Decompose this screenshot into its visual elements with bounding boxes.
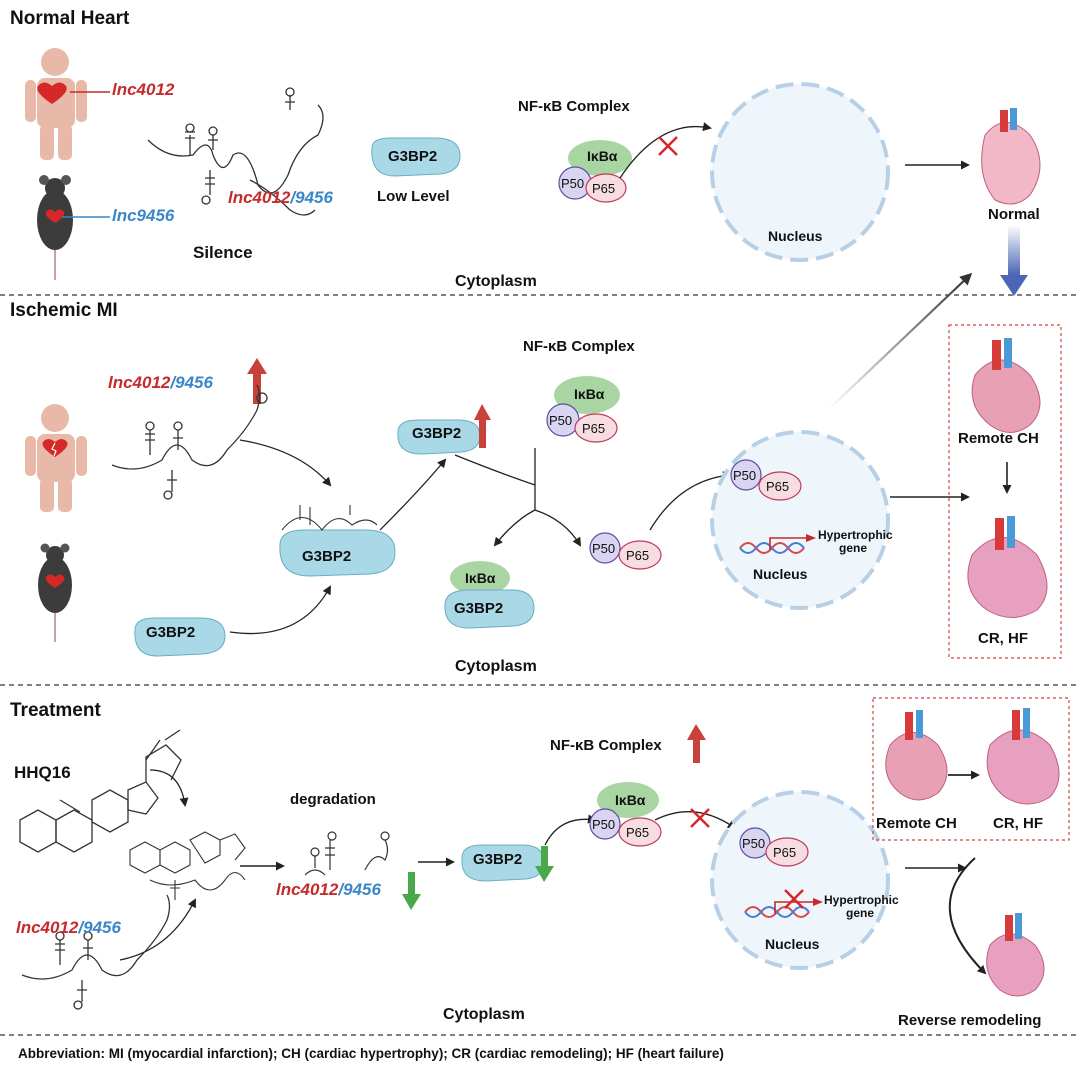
label-nfkb-1: NF-κB Complex <box>518 98 630 115</box>
label-normal: Normal <box>988 206 1040 223</box>
slash-9456-part: /9456 <box>338 880 381 899</box>
label-hhq16: HHQ16 <box>14 763 71 782</box>
remote-ch-heart-icon <box>971 338 1041 433</box>
ikba-blob <box>568 140 632 176</box>
label-reverse-remodeling: Reverse remodeling <box>898 1012 1042 1029</box>
p65-label-3: P65 <box>626 548 650 563</box>
p65-label-2: P65 <box>582 421 606 436</box>
p50-label-1: P50 <box>561 176 585 191</box>
normal-heart-icon <box>981 108 1041 205</box>
ikba-label-2: IκBα <box>574 386 605 402</box>
label-cr-hf-1: CR, HF <box>978 630 1028 647</box>
label-nfkb-3: NF-κB Complex <box>550 737 662 754</box>
label-lnc4012-9456-b: lnc4012/9456 <box>108 373 213 393</box>
label-low-level: Low Level <box>377 188 450 205</box>
slash-9456-part: /9456 <box>290 188 333 207</box>
p50-label-3: P50 <box>592 541 616 556</box>
ikba-label-4: IκBα <box>615 792 646 808</box>
up-arrow-icon <box>253 372 261 404</box>
section-title-normal: Normal Heart <box>10 8 130 29</box>
nucleus-label-1: Nucleus <box>768 228 823 244</box>
cytoplasm-label-1: Cytoplasm <box>455 273 537 290</box>
human-figure-icon <box>25 48 87 160</box>
g3bp2-label-2: G3BP2 <box>412 425 462 442</box>
cr-hf-heart-icon <box>967 516 1048 618</box>
cytoplasm-label-3: Cytoplasm <box>443 1006 525 1023</box>
abbreviation-footnote: Abbreviation: MI (myocardial infarction)… <box>18 1046 724 1061</box>
mouse-mi-icon <box>38 543 72 642</box>
g3bp2-label-5: G3BP2 <box>454 600 504 617</box>
hypertrophic-gene-label-1: Hypertrophic gene <box>818 528 893 555</box>
g3bp2-blob <box>371 137 461 177</box>
p65-ellipse <box>585 173 627 203</box>
nucleus-membrane <box>710 82 890 262</box>
p50-label-6: P50 <box>742 836 766 851</box>
slash-9456-part: /9456 <box>78 918 121 937</box>
mouse-icon <box>37 175 73 280</box>
p65-label-4: P65 <box>766 479 790 494</box>
p65-label-6: P65 <box>773 845 797 860</box>
label-lnc4012: lnc4012 <box>112 80 175 99</box>
p65-label-5: P65 <box>626 825 650 840</box>
cytoplasm-label-2: Cytoplasm <box>455 658 537 675</box>
p50-label-4: P50 <box>733 468 757 483</box>
lnc4012-part: lnc4012 <box>108 373 171 392</box>
dna-icon <box>739 542 805 554</box>
label-degradation: degradation <box>290 791 376 808</box>
p65-label-1: P65 <box>592 181 616 196</box>
lnc4012-part: lnc4012 <box>16 918 79 937</box>
slash-9456-part: /9456 <box>170 373 213 392</box>
p50-label-2: P50 <box>549 413 573 428</box>
lncrna-structure-icon <box>147 87 324 216</box>
ikba-label-3: IκBα <box>465 570 496 586</box>
label-lnc4012-9456-a: lnc4012/9456 <box>228 188 333 208</box>
label-nfkb-2: NF-κB Complex <box>523 338 635 355</box>
label-lnc4012-9456-c: lnc4012/9456 <box>276 880 381 900</box>
nucleus-label-3: Nucleus <box>765 936 820 952</box>
g3bp2-label-4: G3BP2 <box>146 624 196 641</box>
nucleus-label-2: Nucleus <box>753 566 808 582</box>
p50-label-5: P50 <box>592 817 616 832</box>
g3bp2-label-1: G3BP2 <box>388 148 438 165</box>
reversed-heart-icon <box>986 913 1045 997</box>
hhq16-molecule-icon <box>19 729 182 853</box>
g3bp2-label-6: G3BP2 <box>473 851 523 868</box>
label-lnc9456: lnc9456 <box>112 206 175 225</box>
section-title-treatment: Treatment <box>10 700 101 721</box>
block-x-icon <box>658 136 678 156</box>
human-figure-mi-icon <box>25 404 87 512</box>
ikba-label-1: IκBα <box>587 148 618 164</box>
lnc4012-part: lnc4012 <box>228 188 291 207</box>
g3bp2-label-3: G3BP2 <box>302 548 352 565</box>
lnc4012-part: lnc4012 <box>276 880 339 899</box>
label-remote-ch-2: Remote CH <box>876 815 957 832</box>
label-silence: Silence <box>193 243 253 262</box>
section-title-ischemic: Ischemic MI <box>10 300 118 321</box>
label-remote-ch-1: Remote CH <box>958 430 1039 447</box>
hypertrophic-gene-label-2: Hypertrophic gene <box>824 893 899 920</box>
label-cr-hf-2: CR, HF <box>993 815 1043 832</box>
label-lnc4012-9456-d: lnc4012/9456 <box>16 918 121 938</box>
